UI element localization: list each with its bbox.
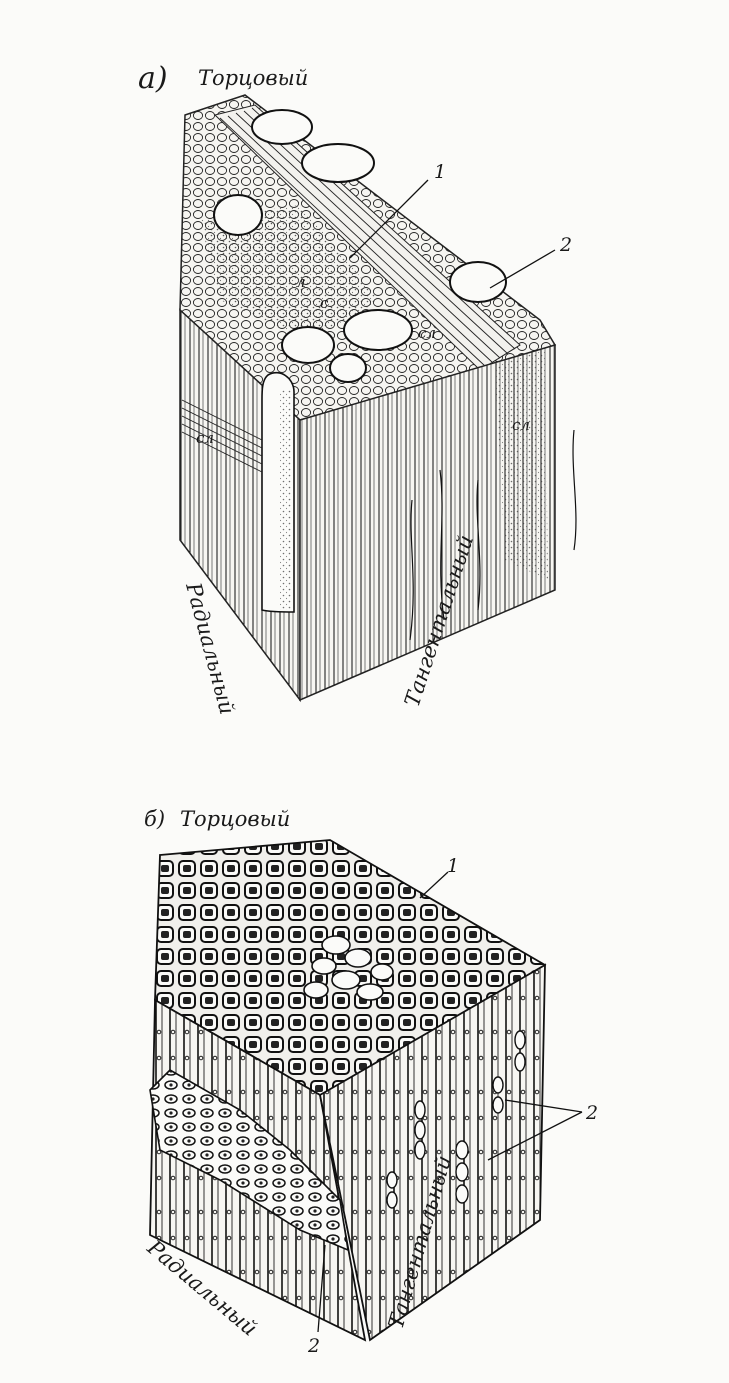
figure-a-tangential-stipple [495, 350, 548, 580]
figure-a-mark-sl-2: сл [418, 324, 436, 342]
figure-b-resin-canal [303, 935, 394, 1001]
figure-b-callout-1-line [419, 871, 449, 899]
figure-a-callout-2: 2 [559, 234, 572, 256]
figure-a-callout-1-line [349, 179, 429, 259]
figure-b-callout-2-bottom: 2 [307, 1335, 320, 1357]
figure-a-ray-band [214, 104, 521, 371]
figure-b-tangential-ray-chains [386, 1030, 526, 1209]
figure-b-callout-2-bottom-line [317, 1244, 326, 1333]
figure-b-callout-2-line-a [504, 1099, 583, 1113]
figure-b-top-label: Торцовый [180, 807, 290, 831]
figure-a-tangential-ray-chains [409, 429, 577, 641]
figure-a-callout-1: 1 [434, 161, 446, 183]
figure-a-mark-l: л [296, 273, 306, 291]
figure-b-callout-1: 1 [447, 855, 459, 877]
figure-a-mark-sl-3: сл [512, 416, 530, 434]
figure-b-radial-ray [149, 1069, 350, 1252]
figure-a-letter: а) [138, 61, 168, 96]
figure-b-letter: б) [144, 807, 165, 831]
figure-b-callout-2-right: 2 [585, 1102, 598, 1124]
figure-b-callout-2-line-b [487, 1111, 583, 1161]
figure-a-vessels [213, 109, 507, 383]
figure-a-mark-s: с [320, 294, 329, 312]
figure-b-tangential-face [318, 963, 546, 1342]
figure-a-tangential-face [299, 343, 556, 702]
figure-a-mark-sl-1: сл [196, 429, 214, 447]
figure-a-vessel-channel-stipple [280, 390, 292, 610]
figure-a-top-label: Торцовый [198, 66, 308, 90]
figure-a: а) Торцовый 1 2 сл сл сл л с Радиальный … [138, 61, 577, 717]
figure-a-top-stipple [200, 205, 380, 340]
figure-a-callout-2-line [489, 249, 556, 289]
figure-b: б) Торцовый 1 2 2 Радиальный Тангентальн… [142, 807, 598, 1357]
